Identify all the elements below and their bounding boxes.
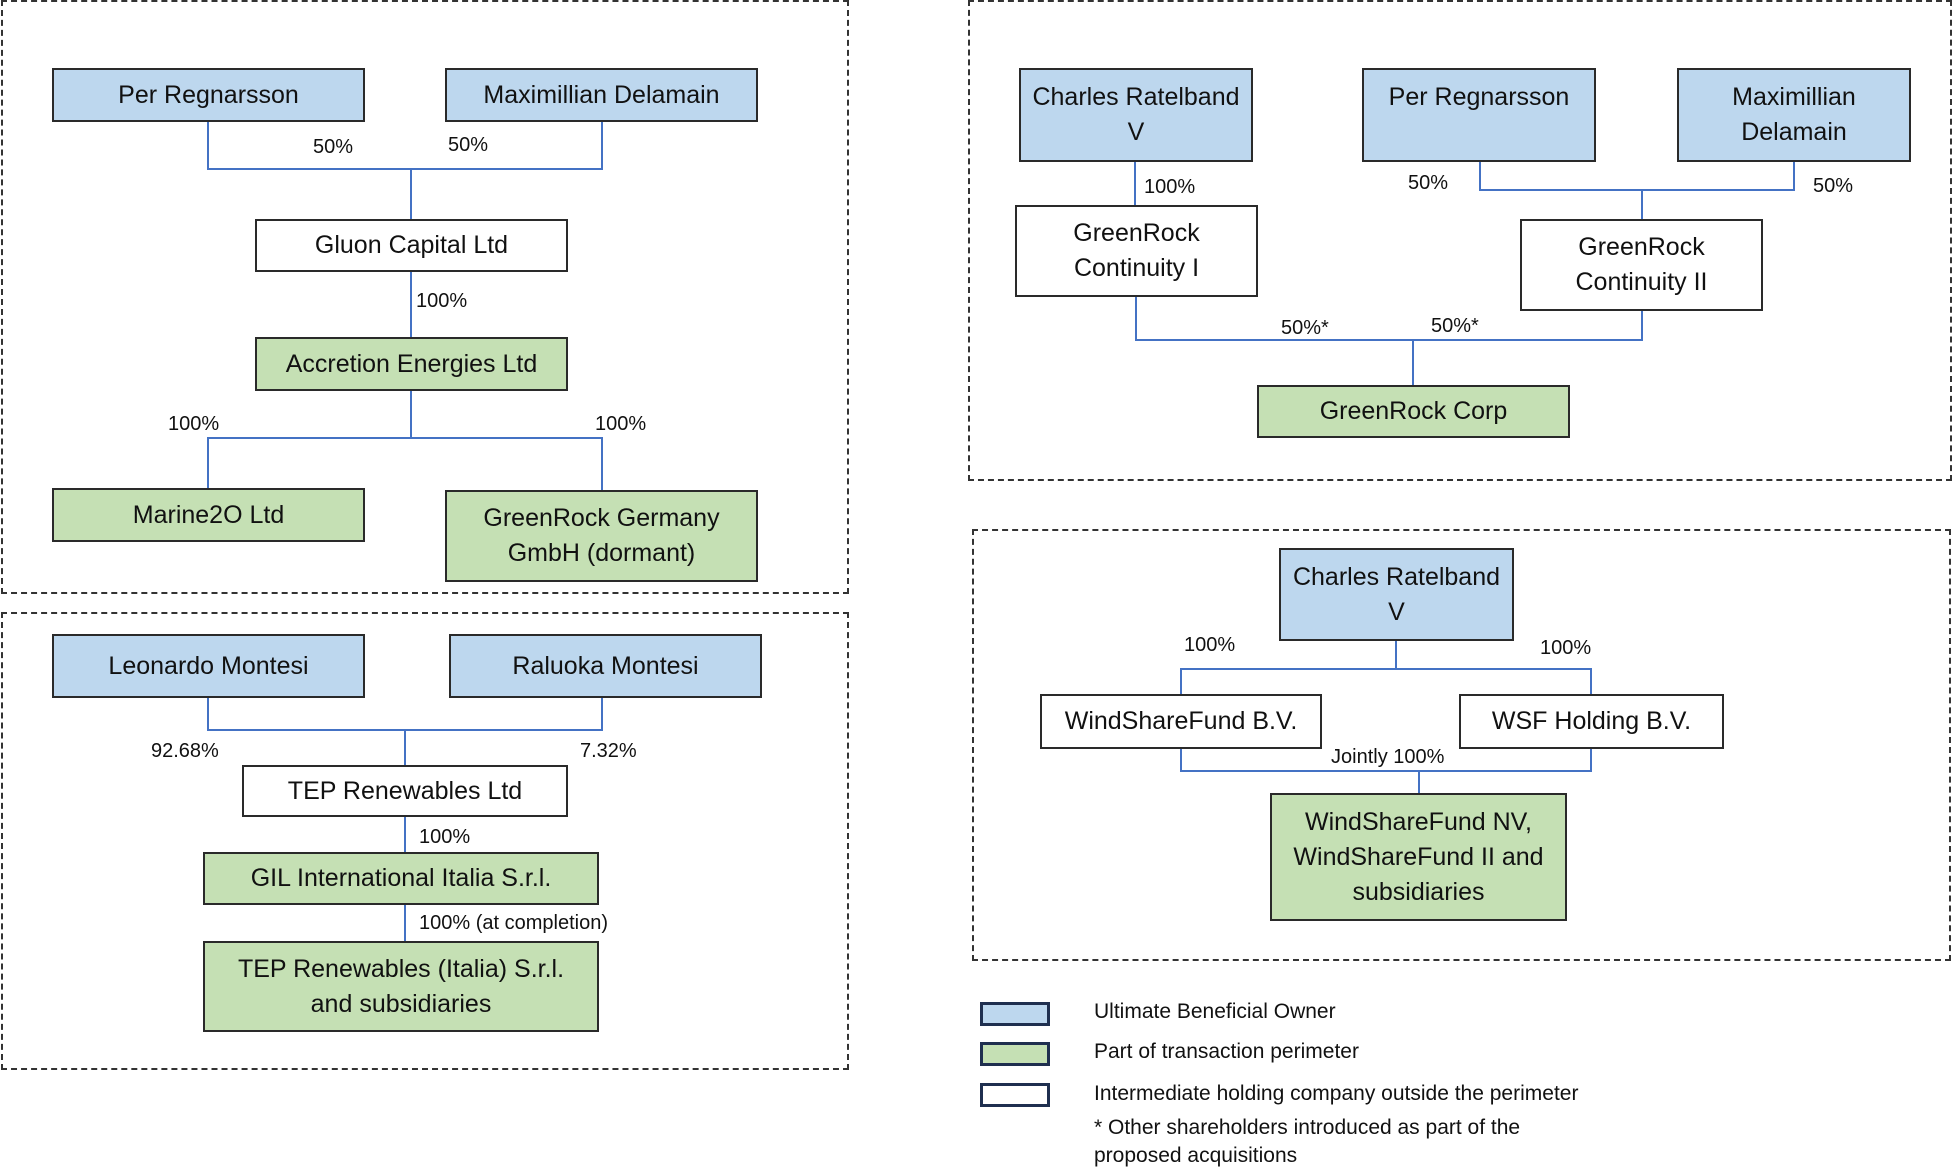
company-name: Marine2O Ltd xyxy=(132,500,285,529)
ownership-percentage: 50% xyxy=(1813,175,1854,197)
windshare-group-panel xyxy=(972,529,1951,961)
company-name: TEP Renewables Ltd xyxy=(287,776,523,805)
legend-perimeter-swatch xyxy=(980,1042,1050,1066)
legend-note: * Other shareholders introduced as part … xyxy=(1094,1116,1521,1167)
tep-renewables-italia-box: TEP Renewables (Italia) S.r.l. and subsi… xyxy=(203,941,599,1032)
ownership-percentage: 100% xyxy=(419,826,471,848)
ownership-percentage: 100% xyxy=(416,290,468,312)
owner-per-regnarsson-box: Per Regnarsson xyxy=(52,68,365,122)
owner-name: Per Regnarsson xyxy=(118,80,299,109)
greenrock-corp-group-panel xyxy=(968,0,1952,481)
tep-group-panel xyxy=(1,612,849,1070)
owner-name: Charles Ratelband V xyxy=(1032,83,1240,146)
ownership-percentage: 7.32% xyxy=(580,740,637,762)
ownership-percentage: 100% xyxy=(168,413,220,435)
owner-maximillian-delamain-box: Maximillian Delamain xyxy=(445,68,758,122)
ownership-percentage: 50% xyxy=(313,136,354,158)
ownership-percentage: 100% xyxy=(1540,637,1592,659)
company-name: Accretion Energies Ltd xyxy=(285,349,538,378)
owner-maximillian-delamain-box: Maximillian Delamain xyxy=(1677,68,1911,162)
ownership-percentage: 92.68% xyxy=(151,740,219,762)
company-name: GreenRock Germany GmbH (dormant) xyxy=(483,504,720,567)
tep-renewables-ltd-box: TEP Renewables Ltd xyxy=(242,765,568,817)
ownership-percentage: Jointly 100% xyxy=(1331,746,1445,768)
company-name: WSF Holding B.V. xyxy=(1491,707,1692,735)
wsf-holding-box: WSF Holding B.V. xyxy=(1459,694,1724,749)
legend-intermediate-label: Intermediate holding company outside the… xyxy=(1094,1082,1579,1105)
gluon-capital-box: Gluon Capital Ltd xyxy=(255,219,568,272)
owner-name: Leonardo Montesi xyxy=(108,651,309,680)
ownership-percentage: 100% xyxy=(1184,634,1236,656)
greenrock-continuity-1-box: GreenRock Continuity I xyxy=(1015,205,1258,297)
owner-name: Per Regnarsson xyxy=(1388,83,1570,111)
ownership-percentage: 100% xyxy=(595,413,647,435)
owner-charles-ratelband-box: Charles Ratelband V xyxy=(1279,548,1514,641)
company-name: GreenRock Corp xyxy=(1319,397,1508,425)
company-name: WindShareFund NV, WindShareFund II and s… xyxy=(1293,807,1544,906)
owner-name: Maximillian Delamain xyxy=(483,80,720,109)
owner-per-regnarsson-box: Per Regnarsson xyxy=(1362,68,1596,162)
greenrock-germany-box: GreenRock Germany GmbH (dormant) xyxy=(445,490,758,582)
company-name: GIL International Italia S.r.l. xyxy=(250,864,552,892)
company-name: TEP Renewables (Italia) S.r.l. and subsi… xyxy=(237,954,565,1018)
owner-name: Raluoka Montesi xyxy=(512,651,699,680)
ownership-percentage: 50% xyxy=(1408,172,1449,194)
legend-perimeter-label: Part of transaction perimeter xyxy=(1094,1040,1359,1063)
legend-intermediate-swatch xyxy=(980,1083,1050,1107)
greenrock-group-panel xyxy=(1,0,849,594)
ownership-percentage: 50%* xyxy=(1431,315,1479,337)
company-name: GreenRock Continuity I xyxy=(1073,219,1200,282)
accretion-energies-box: Accretion Energies Ltd xyxy=(255,337,568,391)
owner-raluoka-montesi-box: Raluoka Montesi xyxy=(449,634,762,698)
company-name: GreenRock Continuity II xyxy=(1575,233,1708,296)
owner-charles-ratelband-box: Charles Ratelband V xyxy=(1019,68,1253,162)
gil-international-box: GIL International Italia S.r.l. xyxy=(203,852,599,905)
ownership-percentage: 50% xyxy=(448,134,489,156)
legend-ubo-swatch xyxy=(980,1002,1050,1026)
greenrock-corp-box: GreenRock Corp xyxy=(1257,385,1570,438)
owner-leonardo-montesi-box: Leonardo Montesi xyxy=(52,634,365,698)
marine2o-box: Marine2O Ltd xyxy=(52,488,365,542)
greenrock-continuity-2-box: GreenRock Continuity II xyxy=(1520,219,1763,311)
company-name: Gluon Capital Ltd xyxy=(314,231,509,259)
company-name: WindShareFund B.V. xyxy=(1064,707,1298,735)
owner-name: Maximillian Delamain xyxy=(1732,83,1856,146)
owner-name: Charles Ratelband V xyxy=(1292,562,1501,626)
ownership-percentage: 100% (at completion) xyxy=(419,912,608,934)
windsharefund-nv-box: WindShareFund NV, WindShareFund II and s… xyxy=(1270,793,1567,921)
ownership-percentage: 100% xyxy=(1144,176,1196,198)
windsharefund-bv-box: WindShareFund B.V. xyxy=(1040,694,1322,749)
ownership-percentage: 50%* xyxy=(1281,317,1329,339)
legend-ubo-label: Ultimate Beneficial Owner xyxy=(1094,1000,1336,1023)
